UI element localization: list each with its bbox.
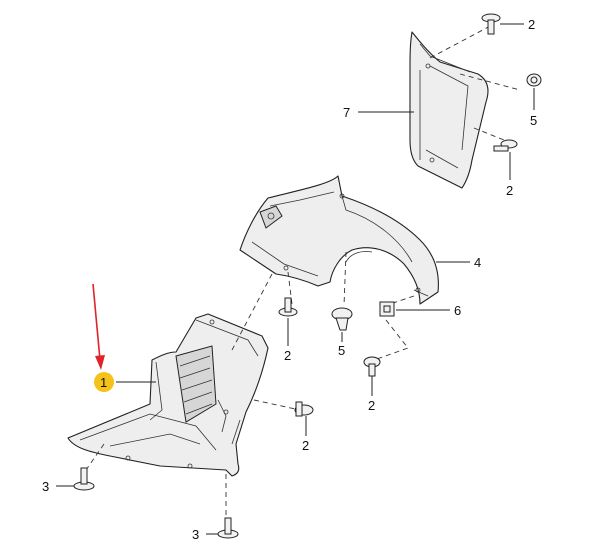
callout-2-mid: 2 [284, 348, 291, 363]
fastener-nut-6 [379, 301, 395, 317]
highlight-badge [94, 372, 114, 392]
callout-2-lower: 2 [368, 398, 375, 413]
callout-2-front: 2 [302, 438, 309, 453]
fastener-screw-mid [278, 297, 298, 317]
indicator-arrow [92, 283, 105, 370]
callout-3-left: 3 [42, 479, 49, 494]
callout-1: 1 [100, 375, 107, 390]
callout-2-top: 2 [528, 17, 535, 32]
callout-2-right: 2 [506, 183, 513, 198]
part-4-wheel-arch-liner [239, 175, 439, 305]
fastener-screw-front [294, 401, 314, 417]
fastener-clip-5-mid [331, 307, 353, 331]
callout-5-top: 5 [530, 113, 537, 128]
callout-4: 4 [474, 255, 481, 270]
callout-7: 7 [343, 105, 350, 120]
fastener-clip-5-top [526, 73, 542, 87]
fastener-screw-right [493, 139, 518, 152]
fastener-bolt-3-bottom [217, 517, 239, 539]
part-7-liner-panel [409, 31, 489, 189]
fastener-bolt-3-left [73, 467, 95, 491]
fastener-screw-lower-right [363, 356, 381, 377]
part-1-front-liner [67, 313, 269, 477]
leader-lines [56, 23, 535, 535]
fastener-screw-top [481, 13, 501, 35]
callout-5-mid: 5 [338, 343, 345, 358]
callout-3-bottom: 3 [192, 527, 199, 542]
callout-6: 6 [454, 303, 461, 318]
